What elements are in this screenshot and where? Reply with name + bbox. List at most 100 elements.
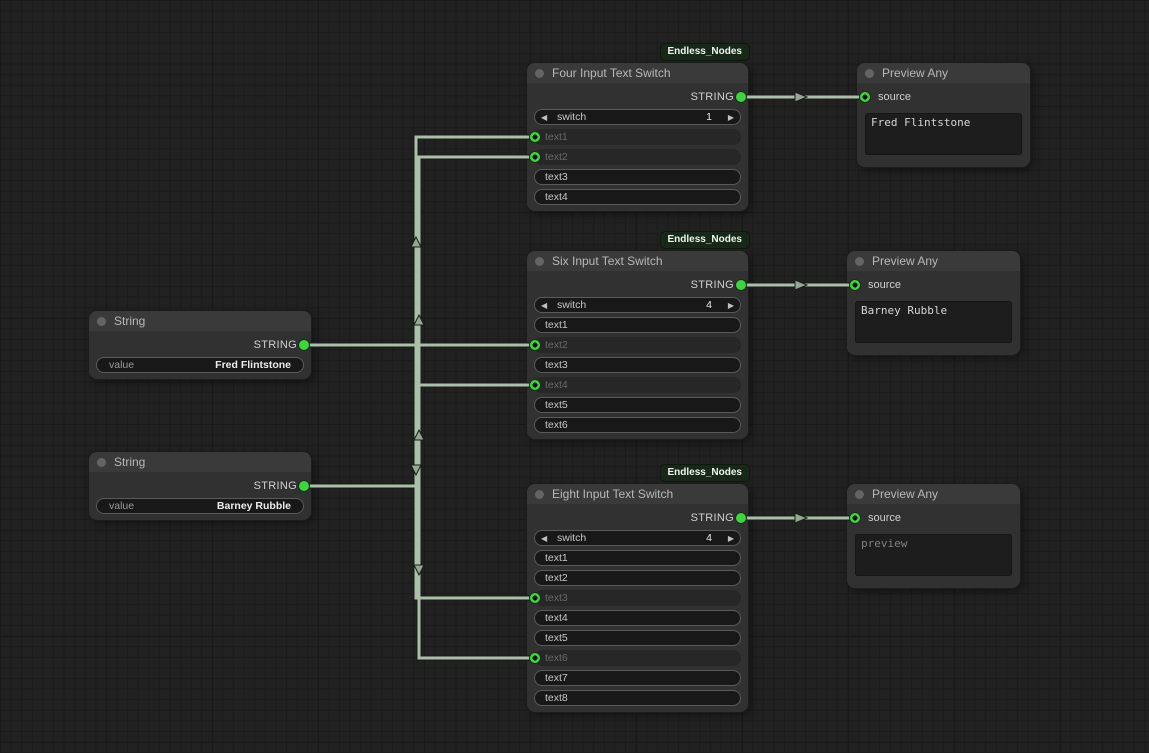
- node-title-bar[interactable]: Six Input Text Switch: [527, 251, 748, 271]
- input-slot-source[interactable]: [850, 513, 860, 523]
- input-slot-text4[interactable]: [530, 380, 540, 390]
- text2-widget[interactable]: text2: [534, 570, 741, 586]
- switch-widget-value: 4: [706, 298, 712, 311]
- collapse-dot-icon[interactable]: [535, 489, 544, 499]
- increment-arrow-icon[interactable]: ▶: [727, 533, 734, 543]
- collapse-dot-icon[interactable]: [865, 68, 874, 78]
- collapse-dot-icon[interactable]: [535, 68, 544, 78]
- input-row-text3: text3: [527, 355, 748, 375]
- output-slot-string[interactable]: [299, 481, 309, 491]
- output-row: STRING: [89, 335, 311, 355]
- output-label: STRING: [690, 91, 734, 103]
- input-row-text4: text4: [527, 375, 748, 395]
- text8-widget[interactable]: text8: [534, 690, 741, 706]
- input-row-text4: text4: [527, 187, 748, 207]
- text4-widget[interactable]: text4: [534, 189, 741, 205]
- input-slot-text2[interactable]: [530, 340, 540, 350]
- switch-widget-row: ◀ switch 4 ▶: [527, 295, 748, 315]
- input-row-source: source: [847, 508, 1020, 528]
- node-string-2[interactable]: String STRING value Barney Rubble: [89, 452, 311, 520]
- node-four-input-text-switch[interactable]: Endless_Nodes Four Input Text Switch STR…: [527, 44, 749, 211]
- text1-widget: text1: [534, 129, 741, 145]
- output-label: STRING: [253, 480, 297, 492]
- output-row: STRING: [527, 87, 748, 107]
- increment-arrow-icon[interactable]: ▶: [727, 300, 734, 310]
- switch-widget-value: 1: [706, 110, 712, 123]
- input-label-source: source: [868, 279, 902, 291]
- value-widget-row: value Fred Flintstone: [89, 355, 311, 375]
- switch-widget-value: 4: [706, 531, 712, 544]
- output-row: STRING: [527, 275, 748, 295]
- output-row: STRING: [89, 476, 311, 496]
- text1-widget[interactable]: text1: [534, 317, 741, 333]
- input-row-text2: text2: [527, 568, 748, 588]
- node-title: Six Input Text Switch: [552, 254, 663, 268]
- collapse-dot-icon[interactable]: [97, 457, 106, 467]
- preview-text-area[interactable]: Barney Rubble: [855, 301, 1012, 343]
- switch-widget[interactable]: ◀ switch 4 ▶: [534, 297, 741, 313]
- value-widget[interactable]: value Fred Flintstone: [96, 357, 304, 373]
- output-label: STRING: [690, 279, 734, 291]
- text7-widget[interactable]: text7: [534, 670, 741, 686]
- node-preview-any-2[interactable]: Preview Any source Barney Rubble: [847, 251, 1020, 355]
- input-slot-source[interactable]: [860, 92, 870, 102]
- switch-widget[interactable]: ◀ switch 4 ▶: [534, 530, 741, 546]
- output-slot-string[interactable]: [736, 280, 746, 290]
- node-title-bar[interactable]: String: [89, 452, 311, 472]
- input-row-source: source: [857, 87, 1030, 107]
- node-group-badge: Endless_Nodes: [660, 232, 749, 248]
- collapse-dot-icon[interactable]: [97, 316, 106, 326]
- input-row-text6: text6: [527, 415, 748, 435]
- node-preview-any-1[interactable]: Preview Any source Fred Flintstone: [857, 63, 1030, 167]
- text5-widget[interactable]: text5: [534, 630, 741, 646]
- input-row-text7: text7: [527, 668, 748, 688]
- node-title-bar[interactable]: Preview Any: [847, 484, 1020, 504]
- decrement-arrow-icon[interactable]: ◀: [541, 112, 548, 122]
- value-widget[interactable]: value Barney Rubble: [96, 498, 304, 514]
- input-label-source: source: [868, 512, 902, 524]
- collapse-dot-icon[interactable]: [855, 489, 864, 499]
- node-title: String: [114, 314, 146, 328]
- output-slot-string[interactable]: [736, 92, 746, 102]
- input-row-text1: text1: [527, 548, 748, 568]
- switch-widget[interactable]: ◀ switch 1 ▶: [534, 109, 741, 125]
- input-row-text5: text5: [527, 395, 748, 415]
- switch-widget-label: switch: [557, 298, 587, 311]
- text3-widget[interactable]: text3: [534, 169, 741, 185]
- node-eight-input-text-switch[interactable]: Endless_Nodes Eight Input Text Switch ST…: [527, 465, 749, 712]
- node-six-input-text-switch[interactable]: Endless_Nodes Six Input Text Switch STRI…: [527, 232, 749, 439]
- node-title-bar[interactable]: Four Input Text Switch: [527, 63, 748, 83]
- decrement-arrow-icon[interactable]: ◀: [541, 533, 548, 543]
- output-slot-string[interactable]: [299, 340, 309, 350]
- collapse-dot-icon[interactable]: [535, 256, 544, 266]
- node-title-bar[interactable]: Preview Any: [847, 251, 1020, 271]
- text5-widget[interactable]: text5: [534, 397, 741, 413]
- node-title-bar[interactable]: Eight Input Text Switch: [527, 484, 748, 504]
- node-title-bar[interactable]: String: [89, 311, 311, 331]
- node-title-bar[interactable]: Preview Any: [857, 63, 1030, 83]
- output-label: STRING: [253, 339, 297, 351]
- decrement-arrow-icon[interactable]: ◀: [541, 300, 548, 310]
- text1-widget[interactable]: text1: [534, 550, 741, 566]
- output-slot-string[interactable]: [736, 513, 746, 523]
- input-slot-text3[interactable]: [530, 593, 540, 603]
- input-slot-text1[interactable]: [530, 132, 540, 142]
- input-row-text1: text1: [527, 127, 748, 147]
- input-row-text3: text3: [527, 588, 748, 608]
- text4-widget[interactable]: text4: [534, 610, 741, 626]
- increment-arrow-icon[interactable]: ▶: [727, 112, 734, 122]
- input-slot-text2[interactable]: [530, 152, 540, 162]
- switch-widget-label: switch: [557, 110, 587, 123]
- text2-widget: text2: [534, 149, 741, 165]
- text3-widget[interactable]: text3: [534, 357, 741, 373]
- node-title: Preview Any: [872, 487, 939, 501]
- input-row-text5: text5: [527, 628, 748, 648]
- collapse-dot-icon[interactable]: [855, 256, 864, 266]
- input-slot-source[interactable]: [850, 280, 860, 290]
- preview-text-area[interactable]: Fred Flintstone: [865, 113, 1022, 155]
- preview-text-area[interactable]: preview: [855, 534, 1012, 576]
- text6-widget[interactable]: text6: [534, 417, 741, 433]
- node-preview-any-3[interactable]: Preview Any source preview: [847, 484, 1020, 588]
- node-string-1[interactable]: String STRING value Fred Flintstone: [89, 311, 311, 379]
- input-slot-text6[interactable]: [530, 653, 540, 663]
